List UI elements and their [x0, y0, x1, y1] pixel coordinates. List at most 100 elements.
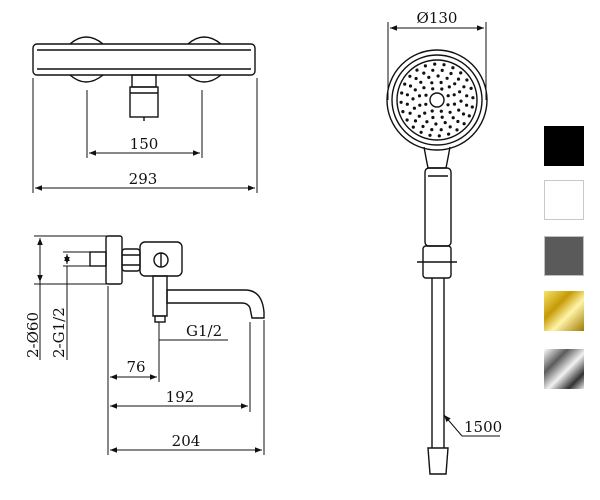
spray-nozzle — [419, 80, 423, 84]
spray-nozzle — [405, 102, 409, 106]
finish-swatch-gunmetal[interactable] — [544, 236, 584, 276]
hose-length-leader — [443, 414, 500, 437]
spray-nozzle — [419, 130, 423, 134]
spray-nozzle — [408, 84, 413, 88]
hose-length-label: 1500 — [464, 418, 502, 436]
dimension-76 — [107, 286, 160, 455]
spray-nozzle — [428, 133, 432, 137]
dimension-293-label: 293 — [129, 170, 158, 188]
spray-nozzle — [447, 85, 451, 89]
dimension-150 — [86, 90, 203, 158]
spray-nozzle — [424, 102, 428, 106]
spray-nozzle — [458, 90, 462, 94]
spray-nozzle — [423, 111, 427, 115]
spray-nozzle — [433, 62, 437, 66]
spray-nozzle — [405, 93, 409, 97]
spray-nozzle — [422, 86, 426, 90]
spray-nozzle — [440, 87, 444, 91]
spray-nozzle — [446, 94, 450, 98]
finish-swatch-chrome[interactable] — [544, 349, 584, 389]
spray-nozzle — [411, 125, 415, 129]
mixer-top-view — [32, 36, 256, 121]
spray-nozzle — [399, 100, 403, 104]
spray-nozzle — [465, 103, 469, 107]
finish-swatch-gold[interactable] — [544, 291, 584, 331]
spray-nozzle — [448, 110, 452, 114]
spray-nozzle — [408, 111, 412, 115]
pipe-diameter-label: 2-Ø60 — [24, 312, 42, 358]
spray-nozzle — [401, 110, 405, 114]
spray-nozzle — [465, 78, 469, 82]
spray-nozzle — [430, 128, 434, 132]
spray-nozzle — [418, 103, 422, 107]
spray-nozzle — [446, 103, 450, 107]
spray-nozzle — [447, 132, 451, 136]
finish-swatch-black[interactable] — [544, 126, 584, 166]
spray-nozzle — [403, 82, 407, 86]
spray-nozzle — [422, 71, 426, 75]
finish-swatch-white[interactable] — [544, 180, 584, 220]
spray-nozzle — [455, 128, 459, 132]
spray-nozzle — [462, 122, 466, 126]
dimension-76-label: 76 — [126, 358, 145, 376]
mixer-side-view — [89, 235, 265, 323]
spray-nozzle — [461, 112, 466, 116]
dimension-192 — [110, 322, 251, 412]
spray-nozzle — [471, 96, 475, 100]
spray-nozzle — [445, 76, 449, 80]
spray-nozzle — [400, 91, 404, 95]
spray-nozzle — [430, 81, 434, 85]
spray-nozzle — [439, 109, 443, 113]
dimension-204-label: 204 — [172, 432, 201, 450]
spray-nozzle — [439, 80, 443, 85]
spray-nozzle — [456, 119, 460, 124]
spray-nozzle — [451, 66, 455, 70]
spray-nozzle-pattern — [399, 62, 475, 138]
dimension-head-diameter — [387, 22, 487, 100]
hand-shower — [386, 49, 488, 475]
spray-nozzle — [439, 128, 443, 132]
spray-nozzle — [415, 68, 419, 72]
outlet-thread-label: G1/2 — [186, 322, 222, 340]
spray-nozzle — [431, 115, 435, 120]
spray-nozzle — [453, 82, 457, 86]
spray-nozzle — [430, 109, 434, 113]
spray-nozzle — [425, 120, 429, 124]
spray-nozzle — [451, 116, 455, 120]
spray-nozzle — [421, 124, 425, 129]
spray-nozzle — [440, 115, 444, 119]
head-diameter-label: Ø130 — [417, 9, 458, 27]
spray-nozzle — [467, 114, 471, 118]
spray-nozzle — [449, 71, 453, 76]
spray-nozzle — [456, 77, 461, 81]
spray-nozzle — [443, 121, 447, 125]
spray-nozzle — [469, 86, 473, 90]
spray-nozzle — [434, 122, 438, 126]
spray-nozzle — [417, 94, 422, 98]
spray-nozzle — [452, 93, 456, 97]
spray-nozzle — [427, 75, 431, 79]
spray-nozzle — [413, 119, 418, 123]
dimension-293 — [32, 78, 258, 193]
spray-nozzle — [448, 125, 452, 129]
outlet-thread-leader — [158, 322, 228, 345]
spray-nozzle — [424, 93, 428, 97]
spray-nozzle — [412, 106, 416, 110]
spray-nozzle — [459, 71, 463, 75]
dimension-204 — [110, 320, 265, 455]
spray-nozzle — [462, 85, 466, 89]
dimension-192-label: 192 — [166, 388, 195, 406]
spray-nozzle — [436, 74, 440, 78]
spray-nozzle — [411, 97, 415, 101]
spray-nozzle — [417, 114, 421, 118]
spray-nozzle — [457, 108, 461, 112]
spray-nozzle — [470, 105, 474, 109]
spray-nozzle — [440, 68, 444, 72]
spray-nozzle — [431, 87, 435, 91]
spray-nozzle — [405, 118, 409, 122]
spray-nozzle — [431, 68, 435, 72]
dimension-150-label: 150 — [130, 135, 159, 153]
thread-label: 2-G1/2 — [50, 307, 68, 358]
spray-nozzle — [459, 99, 463, 103]
dimension-vertical-left — [34, 235, 112, 360]
